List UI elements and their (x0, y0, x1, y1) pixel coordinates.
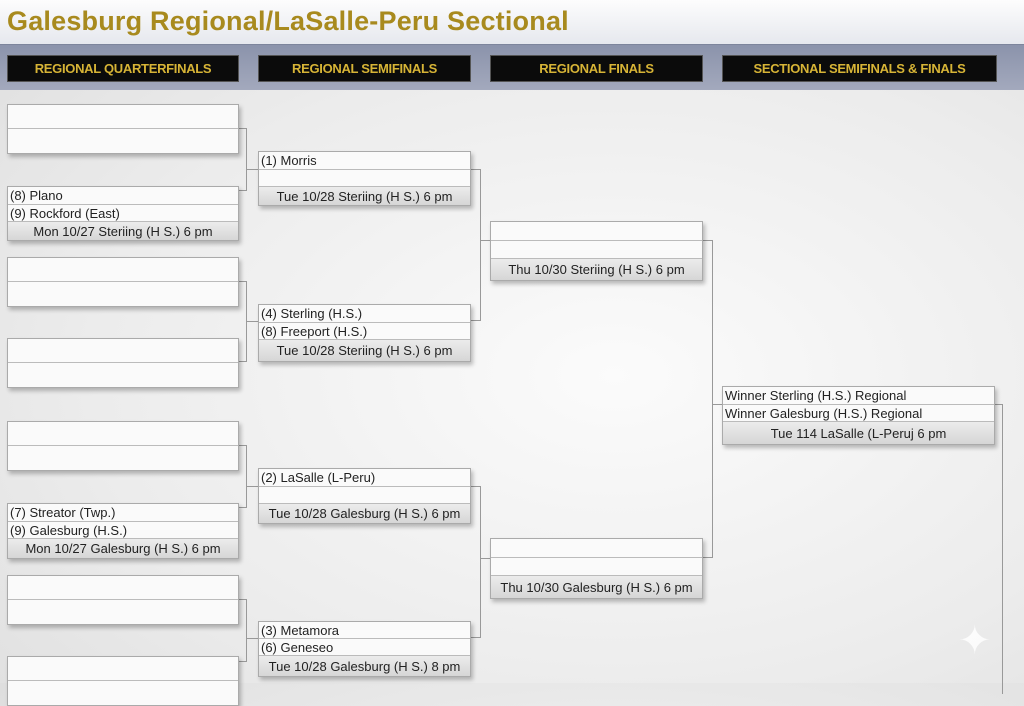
semifinal-game-1: (1) Morris Tue 10/28 Steriing (H S.) 6 p… (258, 151, 471, 206)
quarterfinal-game-3 (7, 257, 239, 307)
team-slot: (9) Rockford (East) (8, 205, 238, 222)
tab-regional-quarterfinals[interactable]: REGIONAL QUARTERFINALS (7, 55, 239, 82)
team-slot (8, 258, 238, 282)
quarterfinal-game-8 (7, 656, 239, 706)
team-slot: (8) Freeport (H.S.) (259, 323, 470, 340)
semifinal-game-3: (2) LaSalle (L-Peru) Tue 10/28 Galesburg… (258, 468, 471, 524)
team-slot: (2) LaSalle (L-Peru) (259, 469, 470, 487)
page-title: Galesburg Regional/LaSalle-Peru Sectiona… (7, 6, 569, 36)
connector (247, 486, 258, 487)
team-slot: Winner Sterling (H.S.) Regional (723, 387, 994, 405)
quarterfinal-game-1 (7, 104, 239, 154)
connector (239, 445, 247, 508)
regional-final-1: Thu 10/30 Steriing (H S.) 6 pm (490, 221, 703, 281)
game-date: Tue 114 LaSalle (L-Peruj 6 pm (723, 422, 994, 444)
semifinal-game-2: (4) Sterling (H.S.) (8) Freeport (H.S.) … (258, 304, 471, 362)
connector (247, 321, 258, 322)
quarterfinal-game-6: (7) Streator (Twp.) (9) Galesburg (H.S.)… (7, 503, 239, 559)
tab-regional-finals[interactable]: REGIONAL FINALS (490, 55, 703, 82)
semifinal-game-4: (3) Metamora (6) Geneseo Tue 10/28 Gales… (258, 621, 471, 677)
team-slot (8, 422, 238, 446)
connector (481, 240, 490, 241)
sparkle-icon: ✦ (958, 619, 992, 663)
connector (713, 404, 722, 405)
team-slot: (9) Galesburg (H.S.) (8, 522, 238, 539)
team-slot: (1) Morris (259, 152, 470, 170)
quarterfinal-game-5 (7, 421, 239, 471)
team-slot (8, 446, 238, 470)
team-slot (8, 282, 238, 306)
team-slot (8, 600, 238, 624)
game-date: Tue 10/28 Steriing (H S.) 6 pm (259, 340, 470, 361)
connector (995, 404, 1003, 694)
team-slot (259, 170, 470, 187)
regional-final-2: Thu 10/30 Galesburg (H S.) 6 pm (490, 538, 703, 599)
connector (239, 281, 247, 362)
team-slot (491, 539, 702, 558)
team-slot (8, 129, 238, 153)
sectional-game: Winner Sterling (H.S.) Regional Winner G… (722, 386, 995, 445)
connector (471, 169, 481, 321)
team-slot (8, 576, 238, 600)
team-slot (8, 105, 238, 129)
game-date: Tue 10/28 Galesburg (H S.) 6 pm (259, 504, 470, 523)
team-slot: (6) Geneseo (259, 639, 470, 656)
team-slot: Winner Galesburg (H.S.) Regional (723, 405, 994, 422)
tab-regional-semifinals[interactable]: REGIONAL SEMIFINALS (258, 55, 471, 82)
connector (247, 638, 258, 639)
connector (247, 169, 258, 170)
quarterfinal-game-2: (8) Plano (9) Rockford (East) Mon 10/27 … (7, 186, 239, 241)
game-date: Thu 10/30 Steriing (H S.) 6 pm (491, 259, 702, 280)
game-date: Mon 10/27 Steriing (H S.) 6 pm (8, 222, 238, 240)
team-slot: (7) Streator (Twp.) (8, 504, 238, 522)
page-header: Galesburg Regional/LaSalle-Peru Sectiona… (0, 0, 1024, 44)
team-slot (491, 558, 702, 576)
team-slot: (3) Metamora (259, 622, 470, 639)
team-slot (8, 681, 238, 705)
team-slot: (8) Plano (8, 187, 238, 205)
team-slot: (4) Sterling (H.S.) (259, 305, 470, 323)
team-slot (8, 363, 238, 387)
tab-sectional-finals[interactable]: SECTIONAL SEMIFINALS & FINALS (722, 55, 997, 82)
team-slot (8, 339, 238, 363)
game-date: Tue 10/28 Galesburg (H S.) 8 pm (259, 656, 470, 676)
connector (239, 599, 247, 662)
connector (481, 558, 490, 559)
team-slot (259, 487, 470, 504)
connector (471, 486, 481, 638)
connector (703, 240, 713, 558)
game-date: Tue 10/28 Steriing (H S.) 6 pm (259, 187, 470, 205)
quarterfinal-game-7 (7, 575, 239, 625)
game-date: Mon 10/27 Galesburg (H S.) 6 pm (8, 539, 238, 558)
connector (239, 128, 247, 191)
round-nav: REGIONAL QUARTERFINALS REGIONAL SEMIFINA… (0, 44, 1024, 90)
team-slot (491, 241, 702, 259)
game-date: Thu 10/30 Galesburg (H S.) 6 pm (491, 576, 702, 598)
team-slot (491, 222, 702, 241)
quarterfinal-game-4 (7, 338, 239, 388)
team-slot (8, 657, 238, 681)
